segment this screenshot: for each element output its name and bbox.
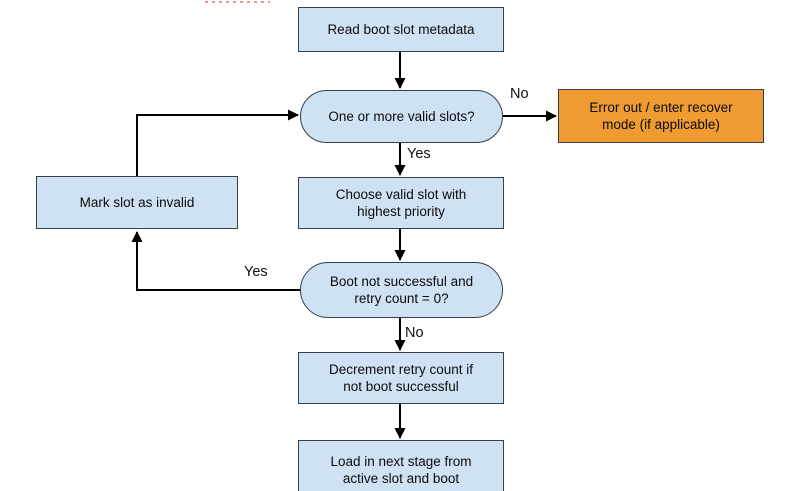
node-label: Error out / enter recover mode (if appli… bbox=[589, 100, 733, 132]
edge-boot-to-mark bbox=[131, 231, 300, 291]
node-label: Choose valid slot with highest priority bbox=[335, 187, 467, 219]
node-label: Mark slot as invalid bbox=[79, 195, 195, 210]
edge-label-yes: Yes bbox=[244, 264, 268, 280]
node-mark-slot-invalid: Mark slot as invalid bbox=[36, 176, 238, 229]
node-decision-valid-slots: One or more valid slots? bbox=[300, 90, 503, 143]
node-label: One or more valid slots? bbox=[328, 109, 475, 124]
node-label: Boot not successful and retry count = 0? bbox=[329, 274, 474, 306]
node-load-next-stage: Load in next stage from active slot and … bbox=[298, 440, 504, 491]
node-decrement-retry-count: Decrement retry count if not boot succes… bbox=[298, 352, 504, 404]
edge-label-yes: Yes bbox=[407, 146, 431, 162]
node-read-boot-slot-metadata: Read boot slot metadata bbox=[298, 7, 504, 52]
node-choose-valid-slot: Choose valid slot with highest priority bbox=[298, 177, 504, 229]
node-error-out-recover-mode: Error out / enter recover mode (if appli… bbox=[558, 89, 764, 143]
clipped-red-dotted-marker bbox=[205, 1, 270, 3]
edge-label-no: No bbox=[405, 325, 424, 341]
node-decision-boot-not-successful: Boot not successful and retry count = 0? bbox=[300, 262, 503, 318]
node-label: Decrement retry count if not boot succes… bbox=[328, 362, 474, 394]
edge-mark-to-valid bbox=[136, 109, 299, 176]
node-label: Load in next stage from active slot and … bbox=[330, 454, 472, 486]
edge-label-no: No bbox=[510, 86, 529, 102]
node-label: Read boot slot metadata bbox=[327, 22, 475, 37]
